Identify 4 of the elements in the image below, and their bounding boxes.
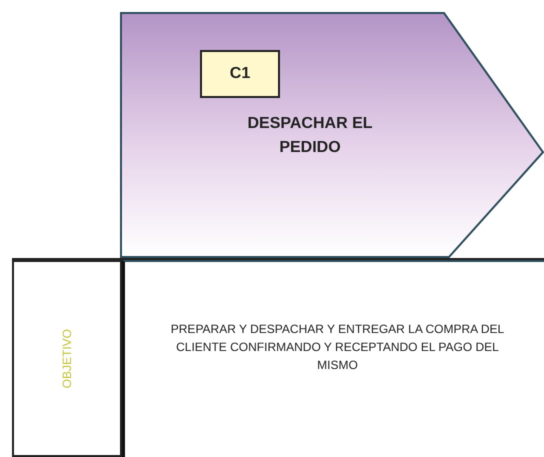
objective-text: PREPARAR Y DESPACHAR Y ENTREGAR LA COMPRA DEL CLIENTE CONFIRMANDO Y RECEPTANDO EL PAGO DEL MISMO [170, 321, 506, 374]
label-box: OBJETIVO [12, 260, 122, 457]
code-box: C1 [200, 50, 280, 98]
process-title: DESPACHAR EL PEDIDO [246, 114, 374, 158]
